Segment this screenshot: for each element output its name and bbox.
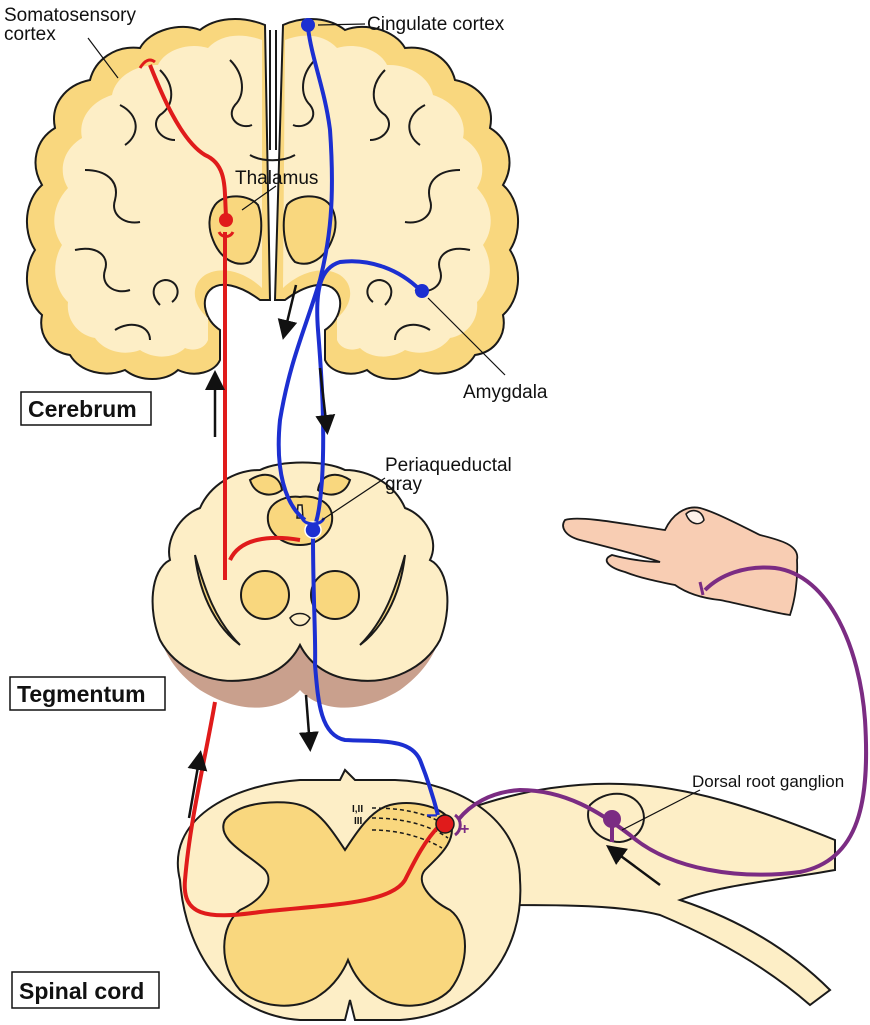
cerebrum bbox=[27, 19, 518, 379]
label-amygdala: Amygdala bbox=[463, 382, 548, 403]
red-nucleus-right bbox=[311, 571, 359, 619]
hand-outline bbox=[563, 507, 797, 615]
dorsal-horn-neuron bbox=[436, 815, 454, 833]
box-cerebrum: Cerebrum bbox=[21, 392, 151, 425]
descending-arrow-3 bbox=[306, 695, 310, 747]
label-cingulate-cortex: Cingulate cortex bbox=[367, 14, 505, 35]
label-cerebrum: Cerebrum bbox=[28, 396, 137, 422]
red-nucleus-left bbox=[241, 571, 289, 619]
spinal-cord bbox=[178, 770, 835, 1020]
cingulate-neuron bbox=[301, 18, 315, 32]
amygdala-neuron bbox=[415, 284, 429, 298]
hippocampus-right bbox=[367, 280, 391, 305]
box-tegmentum: Tegmentum bbox=[10, 677, 165, 710]
excitatory-sign: + bbox=[460, 821, 469, 838]
label-lamina-1: I,II bbox=[352, 804, 363, 815]
thalamus-neuron bbox=[219, 213, 233, 227]
label-lamina-2: III bbox=[354, 816, 363, 827]
drg-neuron bbox=[603, 810, 621, 828]
tegmentum bbox=[153, 463, 448, 708]
hippocampus-left bbox=[154, 280, 178, 305]
box-spinal-cord: Spinal cord bbox=[12, 972, 159, 1008]
label-dorsal-root-ganglion: Dorsal root ganglion bbox=[692, 772, 844, 791]
label-spinal-cord: Spinal cord bbox=[19, 978, 144, 1004]
longitudinal-fissure bbox=[270, 30, 276, 150]
label-pag-2: gray bbox=[385, 474, 422, 495]
label-tegmentum: Tegmentum bbox=[17, 681, 146, 707]
label-somatosensory-2: cortex bbox=[4, 24, 56, 45]
inhibitory-sign: − bbox=[426, 805, 438, 827]
label-pag-1: Periaqueductal bbox=[385, 455, 512, 476]
label-thalamus: Thalamus bbox=[235, 168, 318, 189]
label-somatosensory-1: Somatosensory bbox=[4, 5, 137, 26]
hand bbox=[563, 507, 797, 615]
